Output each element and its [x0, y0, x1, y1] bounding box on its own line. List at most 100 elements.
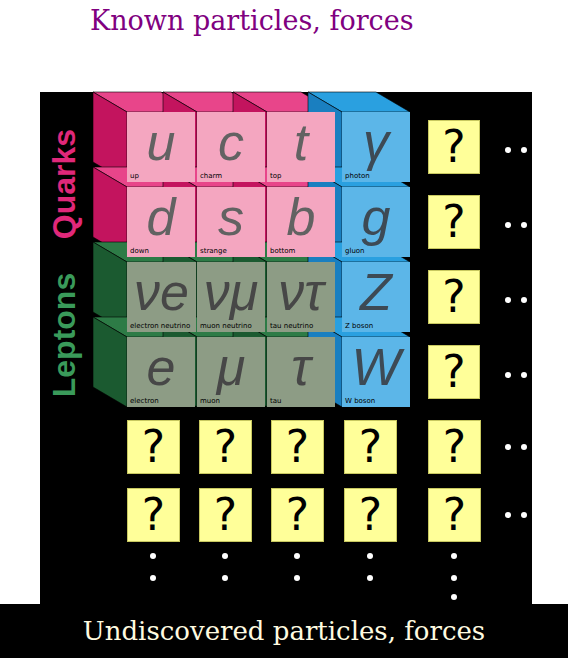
unknown-box: ?	[428, 270, 480, 324]
particle-cube: ddown	[127, 187, 195, 257]
particle-symbol: c	[218, 112, 244, 172]
ellipsis-dot	[521, 147, 527, 153]
particle-name: bottom	[270, 247, 295, 255]
unknown-box: ?	[344, 488, 397, 542]
ellipsis-dot	[150, 553, 156, 559]
particle-cube: ccharm	[197, 112, 265, 182]
particle-symbol: ντ	[278, 262, 323, 322]
ellipsis-dot	[367, 553, 373, 559]
ellipsis-dot	[150, 575, 156, 581]
particle-name: gluon	[345, 247, 365, 255]
question-mark: ?	[442, 350, 465, 394]
particle-name: electron neutrino	[130, 322, 190, 330]
unknown-box: ?	[127, 488, 180, 542]
particle-symbol: u	[147, 112, 176, 172]
caption-band	[0, 604, 568, 658]
particle-name: up	[130, 172, 139, 180]
question-mark: ?	[442, 275, 465, 319]
ellipsis-dot	[505, 222, 511, 228]
particle-cube: t top	[267, 112, 335, 182]
particle-cube: sstrange	[197, 187, 265, 257]
unknown-box: ?	[428, 120, 480, 174]
unknown-box: ?	[271, 488, 324, 542]
particle-name: electron	[130, 397, 159, 405]
ellipsis-dot	[451, 553, 457, 559]
particle-cube: γphoton	[342, 112, 410, 182]
particle-symbol: d	[147, 187, 176, 247]
particle-symbol: γ	[363, 112, 389, 172]
page-title: Known particles, forces	[90, 4, 380, 37]
ellipsis-dot	[505, 147, 511, 153]
ellipsis-dot	[505, 372, 511, 378]
ellipsis-dot	[505, 512, 511, 518]
particle-symbol: b	[287, 187, 316, 247]
question-mark: ?	[286, 493, 309, 537]
ellipsis-dot	[521, 297, 527, 303]
particle-symbol: t	[294, 112, 308, 172]
particle-name: strange	[200, 247, 227, 255]
particle-name: tau neutrino	[270, 322, 313, 330]
particle-symbol: τ	[291, 337, 310, 397]
question-mark: ?	[214, 425, 237, 469]
particle-cube: τ tau	[267, 337, 335, 407]
question-mark: ?	[359, 425, 382, 469]
particle-name: down	[130, 247, 149, 255]
cube-left-face	[93, 317, 127, 407]
ellipsis-dot	[367, 575, 373, 581]
ellipsis-dot	[294, 575, 300, 581]
particle-cube: ντtau neutrino	[267, 262, 335, 332]
question-mark: ?	[443, 425, 466, 469]
ellipsis-dot	[521, 444, 527, 450]
question-mark: ?	[214, 493, 237, 537]
particle-name: Z boson	[345, 322, 373, 330]
unknown-box: ?	[428, 488, 481, 542]
particle-cube: bbottom	[267, 187, 335, 257]
ellipsis-dot	[521, 372, 527, 378]
particle-name: muon neutrino	[200, 322, 252, 330]
particle-cube: ZZ boson	[342, 262, 410, 332]
particle-name: charm	[200, 172, 222, 180]
ellipsis-dot	[505, 297, 511, 303]
particle-cube: eelectron	[127, 337, 195, 407]
ellipsis-dot	[521, 222, 527, 228]
particle-name: top	[270, 172, 281, 180]
particle-name: tau	[270, 397, 281, 405]
particle-symbol: g	[362, 187, 391, 247]
question-mark: ?	[442, 200, 465, 244]
particle-cube: νμmuon neutrino	[197, 262, 265, 332]
particle-symbol: e	[147, 337, 176, 397]
cube-faces	[93, 92, 410, 407]
ellipsis-dot	[521, 512, 527, 518]
particle-symbol: νμ	[204, 262, 259, 322]
unknown-box: ?	[428, 420, 481, 474]
question-mark: ?	[442, 125, 465, 169]
unknown-box: ?	[428, 195, 480, 249]
dark-panel	[40, 92, 532, 606]
ellipsis-dot	[451, 594, 457, 600]
particle-name: W boson	[345, 397, 375, 405]
ellipsis-dot	[222, 575, 228, 581]
ellipsis-dots	[150, 147, 527, 600]
particle-symbol: s	[218, 187, 244, 247]
question-mark: ?	[142, 425, 165, 469]
question-mark: ?	[443, 493, 466, 537]
question-mark: ?	[286, 425, 309, 469]
unknown-box: ?	[199, 420, 252, 474]
particle-symbol: μ	[217, 337, 246, 397]
particle-cube: μmuon	[197, 337, 265, 407]
question-mark: ?	[359, 493, 382, 537]
particle-symbol: W	[351, 337, 400, 397]
ellipsis-dot	[222, 553, 228, 559]
question-mark: ?	[142, 493, 165, 537]
group-label: Leptons	[48, 273, 80, 397]
particle-symbol: Z	[360, 262, 392, 322]
unknown-box: ?	[344, 420, 397, 474]
page-caption: Undiscovered particles, forces	[0, 604, 568, 658]
particle-cube: νeelectron neutrino	[127, 262, 196, 332]
particle-name: muon	[200, 397, 220, 405]
ellipsis-dot	[451, 575, 457, 581]
ellipsis-dot	[294, 553, 300, 559]
particle-name: photon	[345, 172, 370, 180]
unknown-box: ?	[271, 420, 324, 474]
